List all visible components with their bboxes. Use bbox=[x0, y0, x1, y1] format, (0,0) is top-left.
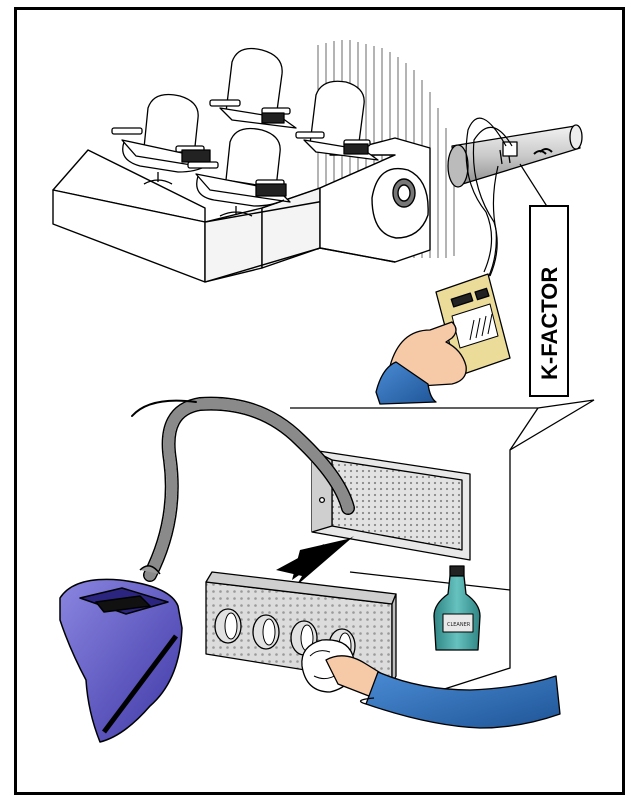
theater-platform bbox=[52, 40, 455, 283]
k-factor-label: K-FACTOR bbox=[537, 267, 562, 380]
hand-wiping-vent bbox=[301, 639, 561, 729]
hand-holding-meter bbox=[375, 321, 467, 405]
cleaner-bottle: CLEANER bbox=[433, 565, 481, 651]
k-factor-callout: K-FACTOR bbox=[529, 205, 569, 397]
air-duct-pipe bbox=[447, 124, 583, 188]
theater-seats bbox=[111, 47, 379, 217]
wall-lines bbox=[290, 399, 595, 701]
meter-cables bbox=[465, 117, 513, 279]
direction-arrow-head bbox=[292, 538, 352, 580]
k-factor-leader bbox=[519, 163, 549, 209]
vacuum-hose bbox=[131, 396, 355, 582]
cleaner-label: CLEANER bbox=[447, 622, 471, 628]
vacuum-cleaner bbox=[59, 565, 183, 743]
